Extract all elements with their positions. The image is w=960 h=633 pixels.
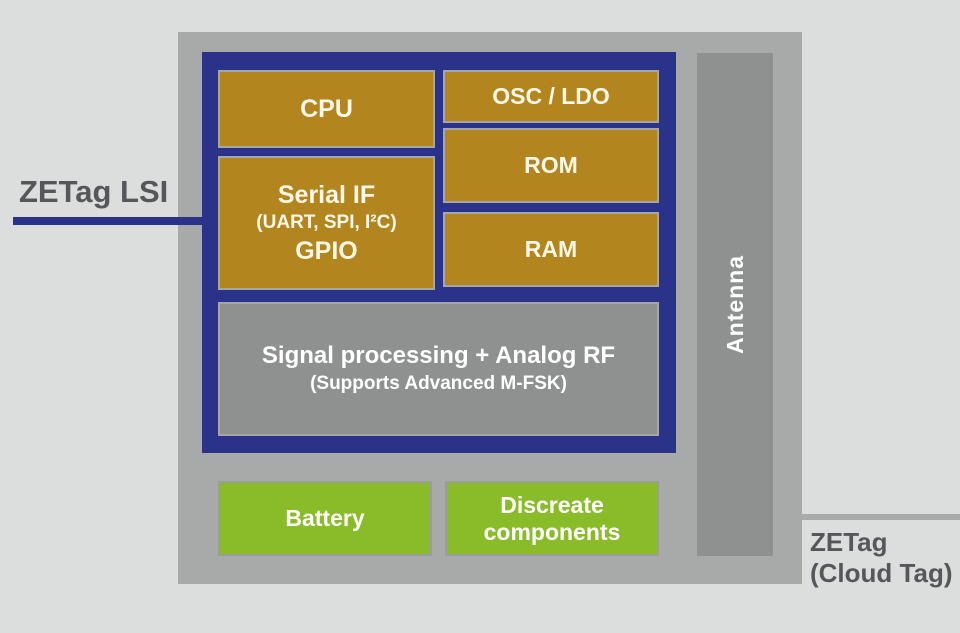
- gpio-label: GPIO: [295, 237, 358, 265]
- discrete-components-label-line1: Discreate: [500, 491, 604, 518]
- battery-label: Battery: [285, 505, 365, 531]
- serial-if-label: Serial IF: [277, 181, 376, 209]
- cpu-block: CPU: [218, 70, 435, 148]
- signal-processing-label: Signal processing + Analog RF: [261, 342, 616, 369]
- serial-if-block: Serial IF (UART, SPI, I²C) GPIO: [218, 156, 435, 290]
- cloud-tag-label-line1: ZETag: [810, 527, 888, 557]
- ram-block: RAM: [443, 212, 659, 287]
- ram-label: RAM: [524, 236, 578, 262]
- signal-processing-block: Signal processing + Analog RF (Supports …: [218, 302, 659, 436]
- antenna-bar: Antenna: [697, 53, 773, 556]
- signal-processing-sub-label: (Supports Advanced M-FSK): [310, 373, 567, 394]
- zetag-lsi-callout-line: [13, 217, 206, 225]
- zetag-lsi-label: ZETag LSI: [19, 174, 169, 209]
- lsi-box: CPU Serial IF (UART, SPI, I²C) GPIO OSC …: [202, 52, 676, 453]
- osc-ldo-label: OSC / LDO: [492, 83, 610, 109]
- osc-ldo-block: OSC / LDO: [443, 70, 659, 123]
- serial-if-buses-label: (UART, SPI, I²C): [256, 212, 397, 233]
- cloud-tag-label: ZETag (Cloud Tag): [810, 527, 952, 589]
- cloud-tag-label-line2: (Cloud Tag): [810, 558, 953, 588]
- cloud-tag-callout-line: [798, 514, 960, 520]
- discrete-components-block: Discreate components: [445, 481, 659, 556]
- discrete-components-label-line2: components: [483, 518, 621, 545]
- cpu-label: CPU: [300, 94, 353, 123]
- rom-block: ROM: [443, 128, 659, 203]
- antenna-label: Antenna: [721, 255, 748, 354]
- battery-block: Battery: [218, 481, 432, 556]
- rom-label: ROM: [524, 152, 578, 178]
